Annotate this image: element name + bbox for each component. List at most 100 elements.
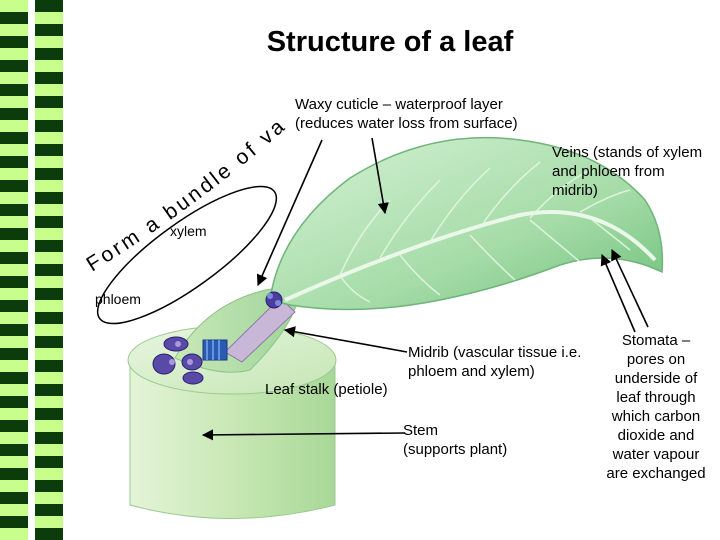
stripe-cell bbox=[0, 192, 28, 204]
stripe-cell bbox=[0, 324, 28, 336]
cuticle-label: Waxy cuticle – waterproof layer (reduces… bbox=[295, 96, 518, 132]
stripe-cell bbox=[35, 360, 63, 372]
stripe-cell bbox=[0, 492, 28, 504]
stripe-cell bbox=[0, 108, 28, 120]
stripe-cell bbox=[0, 120, 28, 132]
petiole-bundle bbox=[265, 291, 283, 309]
stripe-cell bbox=[35, 300, 63, 312]
stripe-cell bbox=[35, 204, 63, 216]
stripe-cell bbox=[35, 276, 63, 288]
stripe-cell bbox=[35, 120, 63, 132]
stripe-cell bbox=[35, 36, 63, 48]
leaf-stalk-label: Leaf stalk (petiole) bbox=[265, 381, 388, 398]
stripe-cell bbox=[35, 96, 63, 108]
stripe-cell bbox=[35, 408, 63, 420]
stripe-cell bbox=[35, 156, 63, 168]
stripe-cell bbox=[35, 528, 63, 540]
stripe-cell bbox=[35, 348, 63, 360]
stripe-cell bbox=[35, 492, 63, 504]
stripe-cell bbox=[0, 348, 28, 360]
arrow-stem bbox=[201, 429, 406, 441]
stripe-gap bbox=[28, 0, 35, 540]
arrow-cuticle bbox=[371, 137, 389, 215]
stripe-cell bbox=[35, 336, 63, 348]
bundle-arc-label: Form a bundle of vascular tissue bbox=[0, 0, 291, 276]
stripe-cell bbox=[0, 48, 28, 60]
stripe-cell bbox=[35, 240, 63, 252]
stripe-cell bbox=[0, 84, 28, 96]
stripe-cell bbox=[35, 324, 63, 336]
stripe-cell bbox=[35, 228, 63, 240]
stripe-cell bbox=[0, 180, 28, 192]
bundle-ellipse bbox=[96, 185, 278, 325]
stripe-cell bbox=[35, 216, 63, 228]
stripe-cell bbox=[0, 300, 28, 312]
stripe-cell bbox=[0, 228, 28, 240]
stripe-cell bbox=[35, 420, 63, 432]
stripe-cell bbox=[35, 288, 63, 300]
arrow-veins-2 bbox=[600, 253, 636, 333]
stripe-cell bbox=[0, 204, 28, 216]
stripe-cell bbox=[35, 264, 63, 276]
stripe-cell bbox=[35, 72, 63, 84]
stripe-cell bbox=[0, 60, 28, 72]
stripe-cell bbox=[0, 372, 28, 384]
stripe-cell bbox=[0, 252, 28, 264]
stripe-cell bbox=[0, 276, 28, 288]
stripe-cell bbox=[0, 216, 28, 228]
stripe-cell bbox=[35, 444, 63, 456]
stripe-cell bbox=[35, 0, 63, 12]
stripe-cell bbox=[0, 384, 28, 396]
stripe-cell bbox=[0, 360, 28, 372]
stripe-cell bbox=[0, 132, 28, 144]
stripe-cell bbox=[35, 456, 63, 468]
stripe-cell bbox=[0, 288, 28, 300]
stripe-cell bbox=[35, 108, 63, 120]
stripe-cell bbox=[35, 132, 63, 144]
stripe-cell bbox=[0, 12, 28, 24]
stripe-cell bbox=[35, 480, 63, 492]
stripe-cell bbox=[35, 60, 63, 72]
stripe-cell bbox=[0, 36, 28, 48]
stem-bundles bbox=[152, 336, 228, 385]
page-title: Structure of a leaf bbox=[266, 26, 514, 58]
stripe-cell bbox=[0, 480, 28, 492]
stripe-cell bbox=[0, 240, 28, 252]
stripe-cell bbox=[35, 84, 63, 96]
stripe-cell bbox=[35, 372, 63, 384]
arrow-cuticle-2 bbox=[256, 139, 323, 287]
stripe-cell bbox=[0, 168, 28, 180]
arrow-veins-1 bbox=[611, 248, 649, 328]
stomata-label: Stomata – pores on underside of leaf thr… bbox=[606, 332, 706, 482]
stripe-cell bbox=[0, 312, 28, 324]
stripe-bar bbox=[0, 0, 63, 540]
stripe-cell bbox=[0, 336, 28, 348]
stripe-cell bbox=[0, 528, 28, 540]
stripe-cell bbox=[0, 420, 28, 432]
stripe-cell bbox=[0, 432, 28, 444]
stripe-cell bbox=[35, 180, 63, 192]
stripe-cell bbox=[35, 468, 63, 480]
pointer-arrows bbox=[201, 137, 649, 441]
stripe-cell bbox=[0, 24, 28, 36]
stripe-cell bbox=[0, 444, 28, 456]
phloem-label: phloem bbox=[95, 291, 141, 307]
stripe-cell bbox=[35, 384, 63, 396]
midrib-label: Midrib (vascular tissue i.e. phloem and … bbox=[408, 344, 582, 380]
stripe-cell bbox=[0, 0, 28, 12]
stripe-cell bbox=[35, 192, 63, 204]
stripe-cell bbox=[35, 24, 63, 36]
stripe-cell bbox=[35, 168, 63, 180]
stripe-cell bbox=[0, 156, 28, 168]
stripe-cell bbox=[0, 264, 28, 276]
stripe-cell bbox=[35, 312, 63, 324]
stem-label: Stem (supports plant) bbox=[403, 422, 508, 458]
arrow-midrib bbox=[283, 326, 408, 353]
stripe-cell bbox=[0, 408, 28, 420]
stripe-cell bbox=[35, 48, 63, 60]
stripe-cell bbox=[0, 468, 28, 480]
stripe-cell bbox=[0, 96, 28, 108]
xylem-label: xylem bbox=[170, 223, 207, 239]
stripe-cell bbox=[35, 516, 63, 528]
